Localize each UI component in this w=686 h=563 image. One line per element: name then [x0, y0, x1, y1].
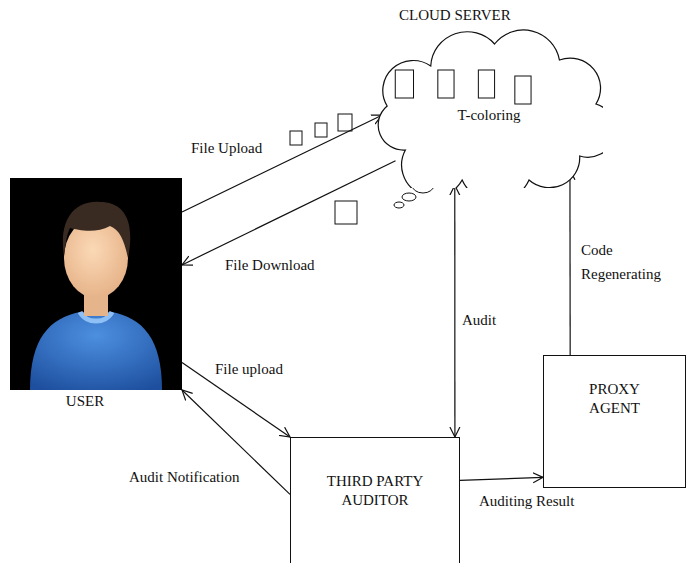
box-label: THIRD PARTY AUDITOR [315, 472, 435, 510]
user-picture [10, 178, 182, 390]
arrow-connector [182, 115, 382, 212]
process-box: THIRD PARTY AUDITOR [290, 437, 460, 563]
edge-label: Auditing Result [478, 492, 575, 510]
box-label: PROXY AGENT [575, 380, 655, 418]
arrow-connector [569, 170, 570, 355]
arrow-connector [182, 161, 396, 265]
edge-label: Audit Notification [128, 468, 240, 486]
user-figure: USER [10, 178, 182, 390]
edge-label: Code Regenerating [580, 238, 678, 286]
edge-label: File Download [224, 256, 316, 274]
arrow-connector [454, 185, 455, 437]
cloud-label: T-coloring [375, 106, 603, 125]
user-label: USER [10, 392, 160, 411]
edge-label: Audit [461, 311, 497, 329]
process-box: PROXY AGENT [543, 355, 686, 488]
edge-label: File upload [214, 360, 284, 378]
edge-label: File Upload [190, 139, 263, 157]
arrow-connector [460, 477, 543, 480]
cloud-heading: CLOUD SERVER [399, 6, 511, 25]
cloud-server: CLOUD SERVER T-coloring [375, 6, 603, 188]
